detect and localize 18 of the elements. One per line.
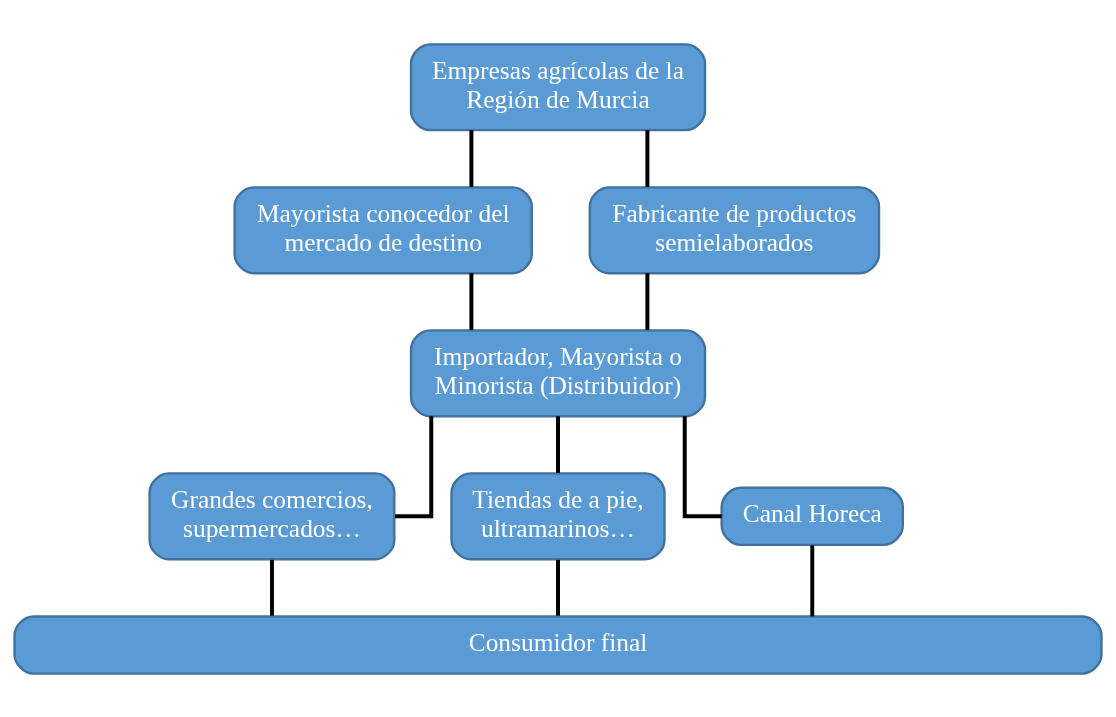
connector — [810, 545, 815, 616]
node-box: Canal Horeca — [720, 486, 905, 546]
connector — [682, 415, 722, 518]
node-box: Mayorista conocedor del mercado de destino — [233, 185, 533, 274]
node-box: Tiendas de a pie, ultramarinos… — [450, 471, 666, 560]
node-box: Importador, Mayorista o Minorista (Distribuidor) — [409, 328, 707, 417]
connector — [556, 559, 560, 616]
connector — [645, 272, 650, 330]
node-box: Consumidor final — [13, 614, 1103, 675]
node-box: Empresas agrícolas de la Región de Murcia — [409, 42, 707, 131]
connector — [469, 272, 474, 330]
connector — [395, 415, 434, 518]
connector — [556, 415, 560, 473]
connector — [469, 129, 474, 187]
connector — [269, 559, 274, 616]
node-box: Grandes comercios, supermercados… — [148, 471, 396, 560]
node-box: Fabricante de productos semielaborados — [588, 185, 881, 274]
connector — [645, 129, 650, 187]
